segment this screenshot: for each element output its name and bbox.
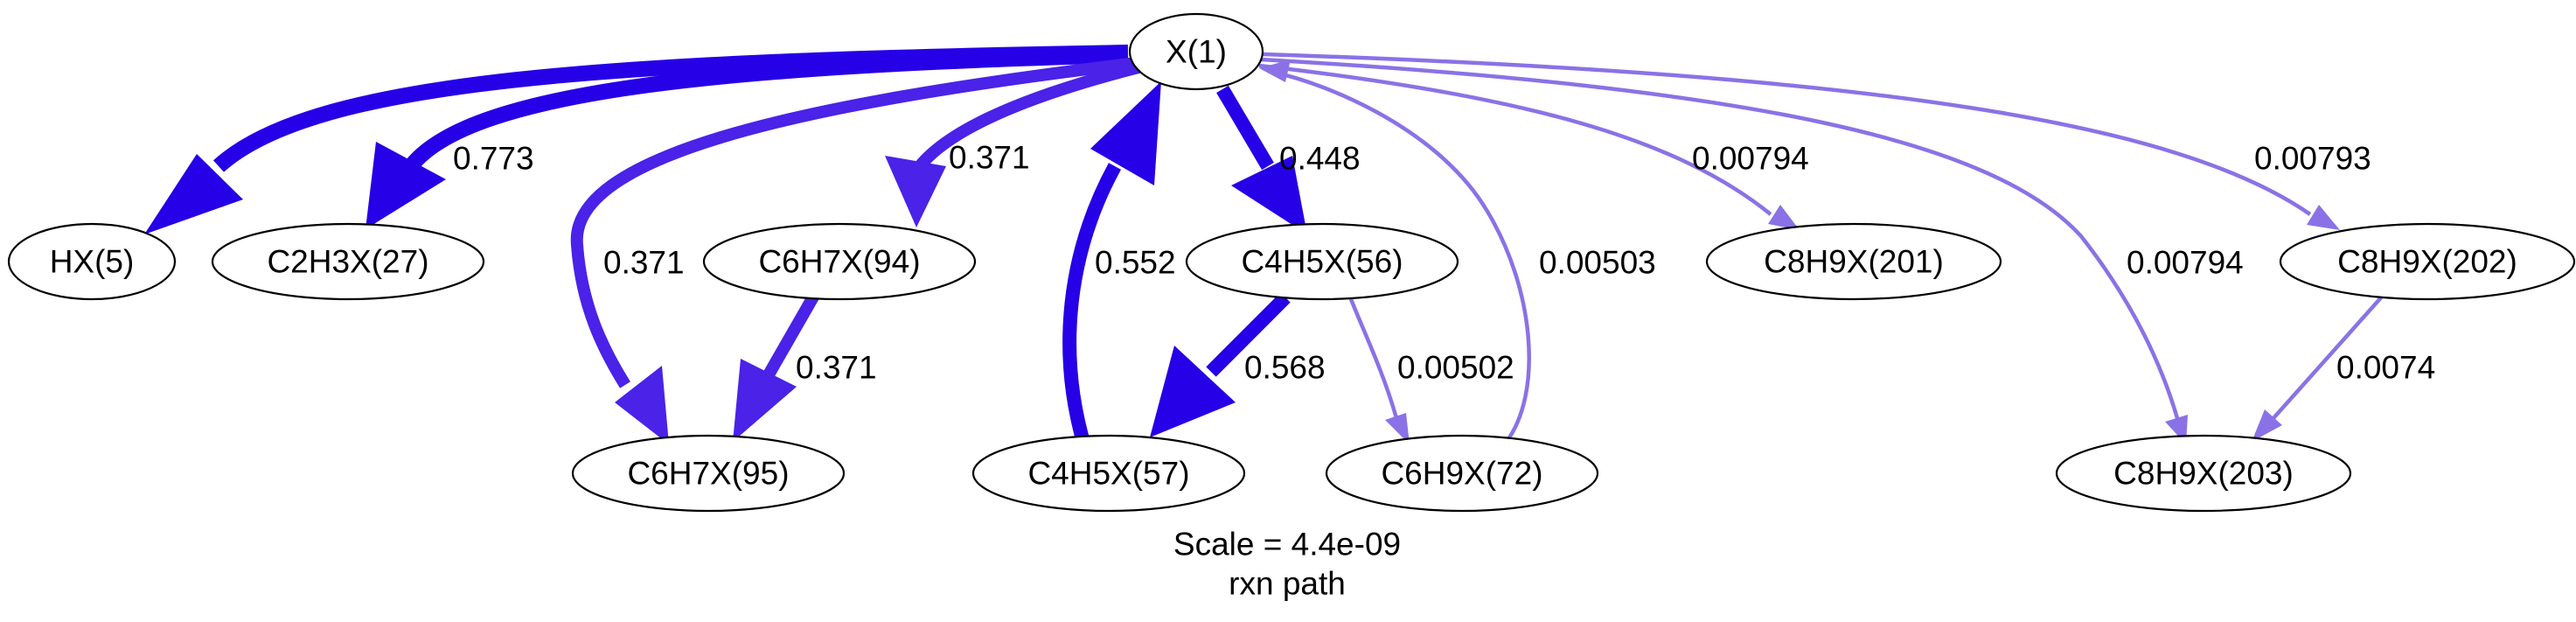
edge-label-c6h9x72-x1: 0.00503: [1539, 245, 1656, 281]
edge-c4h5x56-to-c6h9x72: 0.00502: [1347, 294, 1514, 444]
node-label-c4h5x57: C4H5X(57): [1027, 456, 1189, 492]
edge-label-c8h9x202-c8h9x203: 0.0074: [2336, 350, 2435, 386]
edge-x1-to-c8h9x203: 0.00794: [1260, 57, 2244, 444]
node-c4h5x56: C4H5X(56): [1185, 222, 1459, 301]
node-c6h7x95: C6H7X(95): [571, 434, 846, 513]
edge-label-c4h5x56-c6h9x72: 0.00502: [1397, 350, 1514, 386]
edge-label-x1-c2h3x27: 0.773: [453, 141, 534, 177]
edge-x1-to-c8h9x201: 0.00794: [1258, 63, 1809, 230]
edge-label-c6h7x94-c6h7x95: 0.371: [796, 350, 877, 386]
node-label-c6h7x95: C6H7X(95): [627, 456, 789, 492]
node-c4h5x57: C4H5X(57): [971, 434, 1246, 513]
node-c6h9x72: C6H9X(72): [1325, 434, 1599, 513]
node-label-x1: X(1): [1166, 34, 1227, 70]
caption-scale: Scale = 4.4e-09: [1173, 527, 1401, 563]
caption-title: rxn path: [1229, 566, 1346, 602]
edge-label-c4h5x57-x1: 0.552: [1095, 245, 1176, 281]
edge-label-x1-c8h9x201: 0.00794: [1692, 141, 1809, 177]
node-x1: X(1): [1128, 12, 1264, 91]
edge-c4h5x57-to-x1: 0.552: [1062, 81, 1176, 462]
edge-label-c4h5x56-c4h5x57: 0.568: [1244, 350, 1326, 386]
node-label-c8h9x201: C8H9X(201): [1764, 244, 1944, 280]
edge-label-x1-c6h7x94: 0.371: [949, 140, 1030, 176]
node-label-c2h3x27: C2H3X(27): [267, 244, 428, 280]
edge-c6h7x94-to-c6h7x95: 0.371: [733, 290, 877, 442]
node-label-c6h7x94: C6H7X(94): [758, 244, 920, 280]
node-label-c8h9x202: C8H9X(202): [2337, 244, 2517, 280]
edge-label-x1-c6h7x95: 0.371: [603, 245, 685, 281]
edge-label-x1-c8h9x203: 0.00794: [2127, 245, 2244, 281]
edge-x1-to-c8h9x202: 0.00793: [1262, 52, 2371, 230]
edge-x1-to-c2h3x27: 0.773: [366, 47, 1129, 229]
edge-c8h9x202-to-c8h9x203: 0.0074: [2252, 294, 2435, 442]
edge-x1-to-c6h7x94: 0.371: [885, 59, 1147, 227]
node-label-c8h9x203: C8H9X(203): [2113, 456, 2294, 492]
edge-label-x1-c4h5x56: 0.448: [1279, 141, 1361, 177]
node-c8h9x203: C8H9X(203): [2055, 434, 2352, 513]
edge-label-x1-c8h9x202: 0.00793: [2254, 141, 2371, 177]
node-c8h9x202: C8H9X(202): [2279, 222, 2576, 301]
node-c8h9x201: C8H9X(201): [1705, 222, 2002, 301]
node-label-c4h5x56: C4H5X(56): [1241, 244, 1403, 280]
edge-c4h5x56-to-c4h5x57: 0.568: [1150, 292, 1326, 437]
node-label-c6h9x72: C6H9X(72): [1381, 456, 1542, 492]
node-label-hx5: HX(5): [50, 244, 135, 280]
node-hx5: HX(5): [7, 222, 177, 301]
edge-c6h9x72-to-x1: 0.00503: [1259, 59, 1656, 444]
edge-x1-to-c4h5x56: 0.448: [1216, 85, 1361, 234]
edge-x1-to-c6h7x95: 0.371: [570, 57, 1138, 444]
node-c6h7x94: C6H7X(94): [702, 222, 977, 301]
node-c2h3x27: C2H3X(27): [211, 222, 485, 301]
